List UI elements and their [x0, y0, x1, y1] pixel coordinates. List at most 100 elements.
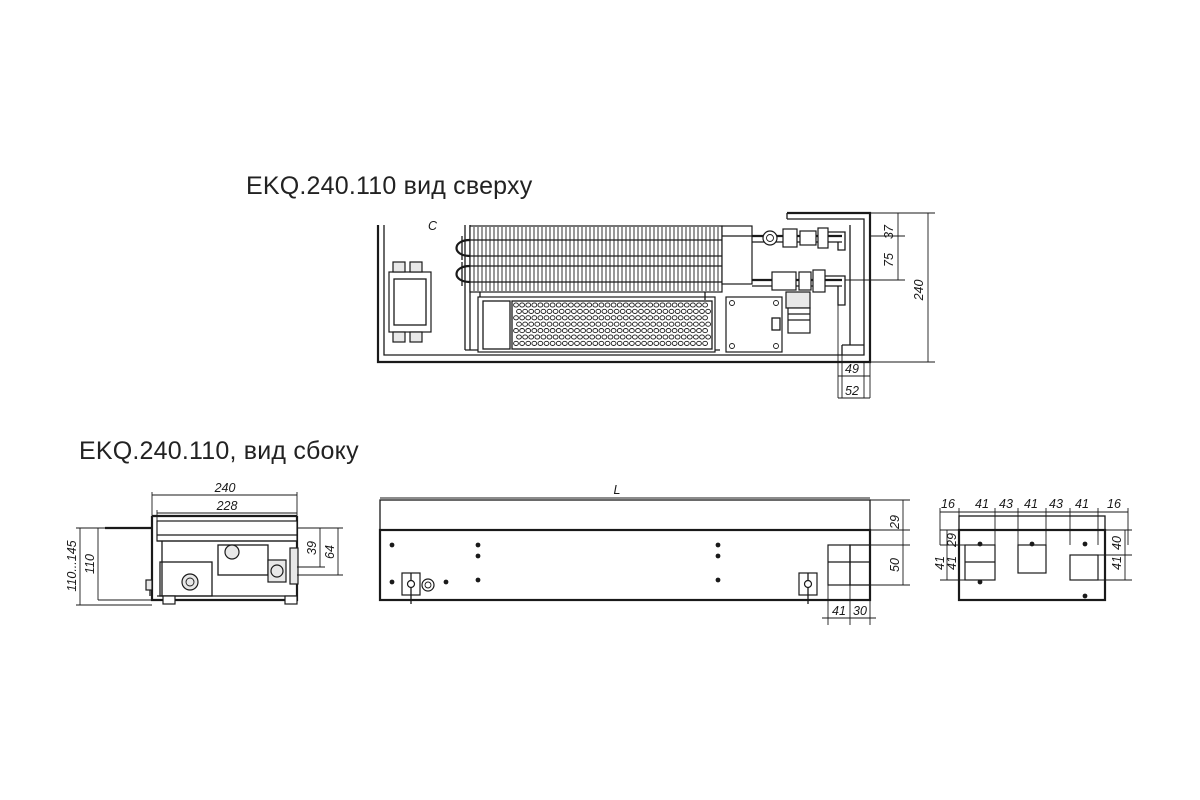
- dim-41-front: 41: [832, 604, 846, 618]
- grille-hole: [625, 308, 632, 314]
- grille-hole: [525, 302, 532, 308]
- grille-hole: [549, 302, 556, 308]
- grille-hole: [696, 315, 702, 321]
- grille-hole: [635, 340, 641, 346]
- grille-hole: [699, 308, 705, 314]
- grille-hole: [555, 340, 562, 346]
- grille-hole: [571, 308, 577, 314]
- grille-hole: [625, 321, 632, 327]
- grille-hole: [665, 315, 672, 321]
- grille-hole: [674, 308, 681, 314]
- grille-hole: [616, 328, 623, 334]
- grille-hole: [647, 340, 654, 346]
- grille-hole: [696, 302, 702, 308]
- grille-hole: [543, 340, 550, 346]
- grille-hole: [592, 328, 599, 334]
- dim-41-a: 41: [975, 497, 989, 511]
- grille-hole: [693, 334, 699, 340]
- grille-hole: [683, 302, 690, 308]
- grille-hole: [598, 328, 605, 334]
- grille-hole: [531, 315, 538, 321]
- grille-hole: [595, 308, 602, 314]
- grille-hole: [580, 340, 586, 346]
- grille-hole: [629, 315, 635, 321]
- dim-75: 75: [882, 253, 896, 267]
- grille-hole: [607, 308, 614, 314]
- grille-hole: [632, 321, 638, 327]
- grille-hole: [668, 334, 675, 340]
- grille-hole: [543, 315, 550, 321]
- grille-hole: [619, 308, 626, 314]
- grille-hole: [674, 321, 681, 327]
- grille-hole: [686, 334, 693, 340]
- dim-43-a: 43: [999, 497, 1013, 511]
- grille-hole: [513, 315, 519, 321]
- grille-hole: [568, 340, 574, 346]
- grille-hole: [568, 328, 574, 334]
- grille-hole: [641, 315, 647, 321]
- grille-hole: [677, 302, 684, 308]
- grille-hole: [641, 328, 647, 334]
- grille-hole: [528, 321, 535, 327]
- front-view-drawing: L 29 50 41 30: [378, 483, 910, 625]
- grille-hole: [561, 328, 568, 334]
- grille-hole: [519, 302, 525, 308]
- grille-hole: [635, 328, 641, 334]
- grille-hole: [619, 334, 626, 340]
- grille-hole: [522, 308, 528, 314]
- dim-16-b: 16: [1107, 497, 1121, 511]
- top-view-drawing: C: [376, 211, 935, 399]
- grille-hole: [546, 334, 553, 340]
- grille-hole: [577, 321, 583, 327]
- grille-hole: [595, 321, 602, 327]
- grille-hole: [601, 308, 608, 314]
- grille-hole: [604, 302, 611, 308]
- grille-hole: [513, 328, 519, 334]
- grille-hole: [586, 340, 593, 346]
- grille-hole: [586, 315, 593, 321]
- grille-hole: [686, 321, 693, 327]
- grille-hole: [543, 302, 550, 308]
- grille-hole: [574, 340, 580, 346]
- dim-37: 37: [882, 224, 896, 239]
- end-view-drawing: 16 41 43 41 43 41 16 41 29 41 41 40: [933, 497, 1132, 602]
- grille-hole: [589, 334, 596, 340]
- grille-hole: [647, 328, 654, 334]
- dim-240-side: 240: [214, 481, 236, 495]
- grille-hole: [610, 328, 617, 334]
- grille-hole: [525, 315, 532, 321]
- grille-hole: [522, 334, 528, 340]
- grille-hole: [589, 321, 596, 327]
- grille-hole: [622, 328, 629, 334]
- grille-hole: [549, 340, 556, 346]
- grille-hole: [586, 302, 593, 308]
- grille-hole: [571, 321, 577, 327]
- grille-hole: [647, 302, 654, 308]
- grille-hole: [543, 328, 550, 334]
- dim-228: 228: [216, 499, 238, 513]
- dim-29-front: 29: [888, 515, 902, 530]
- side-view-drawing: 240 228 39 64 110...145 110: [65, 481, 343, 606]
- grille-hole: [525, 340, 532, 346]
- grille-hole: [604, 340, 611, 346]
- grille-hole: [662, 321, 669, 327]
- grille-hole: [650, 321, 657, 327]
- grille-hole: [583, 308, 589, 314]
- grille-hole: [671, 328, 678, 334]
- grille-hole: [702, 328, 708, 334]
- grille-hole: [604, 315, 611, 321]
- grille-hole: [699, 321, 705, 327]
- grille-hole: [564, 334, 571, 340]
- top-view-title: EKQ.240.110 вид сверху: [246, 172, 533, 200]
- dim-240-top: 240: [912, 280, 926, 302]
- grille-hole: [616, 315, 623, 321]
- grille-hole: [705, 308, 711, 314]
- grille-hole: [671, 340, 678, 346]
- grille-hole: [586, 328, 593, 334]
- grille-hole: [577, 308, 583, 314]
- grille-hole: [558, 308, 565, 314]
- grille-hole: [595, 334, 602, 340]
- grille-hole: [555, 328, 562, 334]
- grille-hole: [629, 302, 635, 308]
